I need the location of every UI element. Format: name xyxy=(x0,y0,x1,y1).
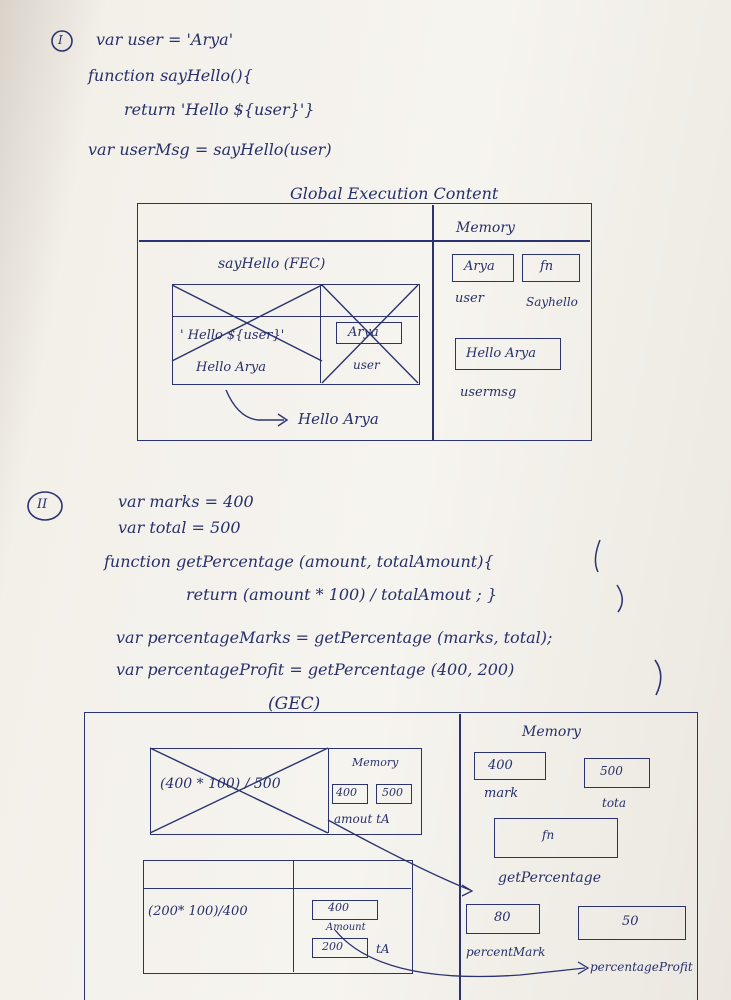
code-line: var marks = 400 xyxy=(118,492,254,511)
memory-cell xyxy=(578,906,686,940)
memory-cell xyxy=(452,254,514,282)
fec-memory-cell xyxy=(376,784,412,804)
gec-box xyxy=(84,712,698,1000)
memory-cell xyxy=(494,818,618,858)
fec-memory-cell xyxy=(312,938,368,958)
fec-result: Hello Arya xyxy=(196,360,267,375)
memory-label: getPercentage xyxy=(498,870,602,886)
section1-number-circle xyxy=(51,30,73,52)
memory-label: percentMark xyxy=(466,945,546,959)
memory-value: 50 xyxy=(622,914,639,929)
memory-value: 80 xyxy=(494,910,511,925)
fec-memory-value: 400 xyxy=(336,786,357,799)
code-line: function sayHello(){ xyxy=(88,66,253,85)
memory-cell xyxy=(455,338,561,370)
return-result: Hello Arya xyxy=(298,410,379,428)
gec-title: Global Execution Content xyxy=(290,184,499,203)
fec-divider xyxy=(293,861,295,972)
code-line: var percentageProfit = getPercentage (40… xyxy=(116,660,515,679)
fec-memory-cell xyxy=(312,900,378,920)
fec-box xyxy=(143,860,413,974)
fec-header-line xyxy=(173,316,418,318)
memory-cell xyxy=(522,254,580,282)
memory-value: fn xyxy=(540,259,554,274)
fec-box xyxy=(150,748,422,835)
memory-cell xyxy=(474,752,546,780)
memory-label: Sayhello xyxy=(526,295,578,309)
memory-value: 400 xyxy=(488,758,513,773)
gec-label: (GEC) xyxy=(268,694,321,714)
code-line: var total = 500 xyxy=(118,518,241,537)
section2-number: II xyxy=(37,497,48,512)
fec-label: sayHello (FEC) xyxy=(218,256,326,272)
fec-memory-label: Amount xyxy=(326,922,366,933)
fec-memory-value: 500 xyxy=(382,786,403,799)
memory-label: usermsg xyxy=(460,385,517,400)
code-line: return (amount * 100) / totalAmout ; } xyxy=(186,585,498,604)
code-line: return 'Hello ${user}'} xyxy=(124,100,315,119)
fec-expression: (400 * 100) / 500 xyxy=(160,776,281,792)
fec-expression: ' Hello ${user}' xyxy=(180,328,285,343)
fec-expression: (200* 100)/400 xyxy=(148,904,248,919)
gec-divider xyxy=(459,714,461,1000)
gec-header-line xyxy=(139,240,590,242)
fec-memory-cell xyxy=(336,322,402,344)
fec-memory-labels: amout tA xyxy=(334,812,390,826)
memory-label: Memory xyxy=(522,724,581,740)
fec-header-line xyxy=(144,888,411,890)
memory-value: Arya xyxy=(464,259,495,274)
fec-memory-cell xyxy=(332,784,368,804)
gec-divider xyxy=(432,205,434,441)
memory-value: fn xyxy=(542,828,555,842)
gec-box xyxy=(137,203,592,441)
code-line: function getPercentage (amount, totalAmo… xyxy=(104,552,494,571)
fec-memory-label: Memory xyxy=(352,756,399,769)
memory-cell xyxy=(584,758,650,788)
memory-cell xyxy=(466,904,540,934)
fec-memory-value: 200 xyxy=(322,940,343,953)
memory-label: tota xyxy=(602,796,627,810)
fec-memory-label: user xyxy=(353,358,380,372)
memory-label: mark xyxy=(484,786,519,801)
section2-number-circle xyxy=(27,491,63,521)
fec-memory-value: Arya xyxy=(348,325,379,340)
memory-label: Memory xyxy=(456,220,515,236)
memory-value: 500 xyxy=(600,764,623,778)
code-line: var percentageMarks = getPercentage (mar… xyxy=(116,628,553,647)
memory-label: user xyxy=(455,291,484,306)
memory-value: Hello Arya xyxy=(466,346,537,361)
fec-memory-value: 400 xyxy=(328,901,349,914)
section1-number: I xyxy=(58,33,63,47)
fec-divider xyxy=(320,285,322,383)
code-line: var user = 'Arya' xyxy=(96,30,234,49)
fec-memory-label: tA xyxy=(376,942,390,956)
code-line: var userMsg = sayHello(user) xyxy=(88,140,332,159)
fec-divider xyxy=(328,749,330,833)
memory-label: percentageProfit xyxy=(590,960,693,974)
fec-box xyxy=(172,284,420,385)
